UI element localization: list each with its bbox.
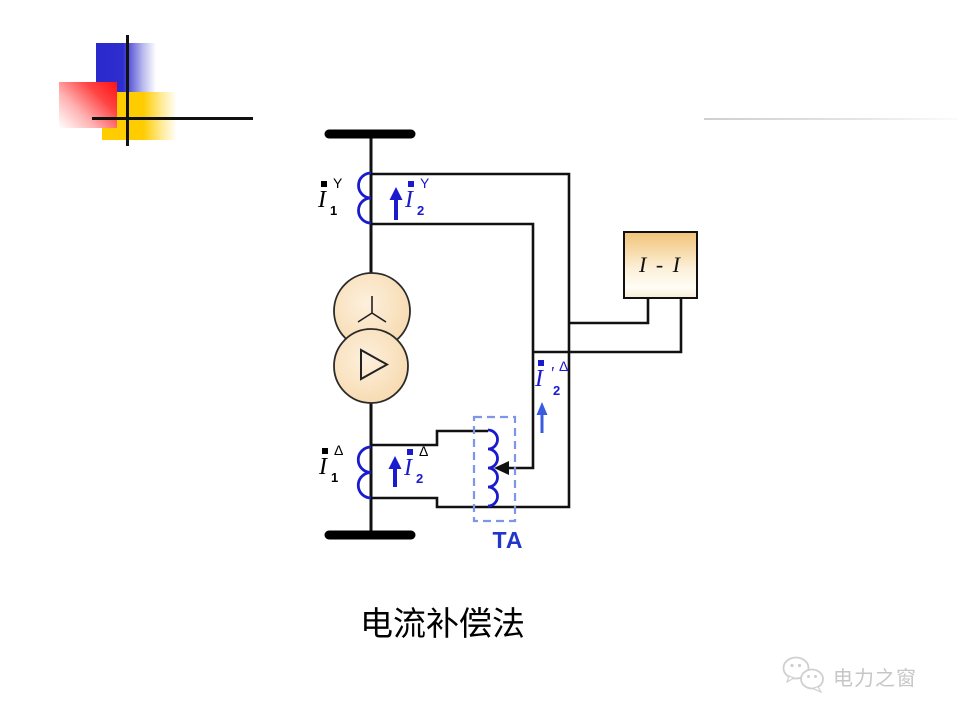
ct-top-winding: [357, 171, 372, 225]
prime-mark: ′: [551, 363, 555, 383]
polarity-dot: [321, 181, 327, 187]
relay-box: [623, 231, 698, 299]
watermark-text: 电力之窗: [833, 668, 917, 690]
winding-group-mark: Δ: [334, 442, 344, 458]
ta-dashed-box: [472, 415, 517, 523]
current-arrow-compensated: [536, 402, 548, 433]
page-title: 电流补偿法: [360, 607, 525, 643]
label-ct-bottom-primary: Δ I 1: [318, 443, 366, 491]
polarity-dot: [407, 449, 413, 455]
current-subscript: 2: [416, 471, 424, 486]
winding-group-mark: Δ: [559, 358, 569, 374]
wire-relay-left-leg: [569, 299, 650, 325]
current-symbol: I: [319, 454, 327, 480]
current-arrow-top: [389, 187, 403, 220]
current-subscript: 1: [330, 203, 338, 218]
winding-group-mark: Y: [420, 175, 430, 191]
winding-group-mark: Δ: [419, 443, 429, 459]
current-subscript: 1: [331, 470, 339, 485]
current-symbol: I: [318, 187, 326, 213]
label-ct-top-secondary: Y I 2: [404, 176, 452, 224]
decor-vertical-line: [126, 35, 129, 146]
winding-group-mark: Y: [333, 175, 343, 191]
relay-label: I - I: [639, 252, 682, 277]
current-subscript: 2: [417, 203, 425, 218]
delta-symbol: [360, 348, 390, 381]
wye-symbol: [357, 296, 387, 323]
current-subscript: 2: [553, 383, 561, 398]
polarity-dot: [322, 448, 328, 454]
polarity-dot: [408, 181, 414, 187]
wire-bottom-ct-to-ta: [372, 429, 488, 447]
wire-top-ct-secondary: [371, 172, 571, 509]
ta-winding: [487, 428, 499, 508]
decor-horizontal-line: [92, 117, 253, 120]
current-symbol: I: [405, 187, 413, 213]
chat-bubbles-icon: [782, 656, 824, 694]
current-symbol: I: [535, 366, 543, 392]
label-ct-bottom-secondary: Δ I 2: [403, 444, 451, 492]
polarity-dot: [538, 360, 544, 366]
label-compensated-secondary: I ′ 2 Δ: [534, 355, 582, 403]
wire-compensation-branch: [371, 222, 535, 470]
ta-label: TA: [492, 527, 524, 553]
label-ct-top-primary: Y I 1: [317, 176, 365, 224]
decor-gray-rule: [704, 118, 958, 120]
ta-tap-arrowhead: [494, 461, 509, 475]
decor-red-square: [59, 82, 117, 128]
current-symbol: I: [404, 455, 412, 481]
current-arrow-bottom: [388, 456, 402, 487]
wire-relay-right-leg: [533, 299, 683, 354]
transformer-secondary-circle: [333, 328, 409, 404]
ct-bottom-winding: [356, 445, 372, 500]
